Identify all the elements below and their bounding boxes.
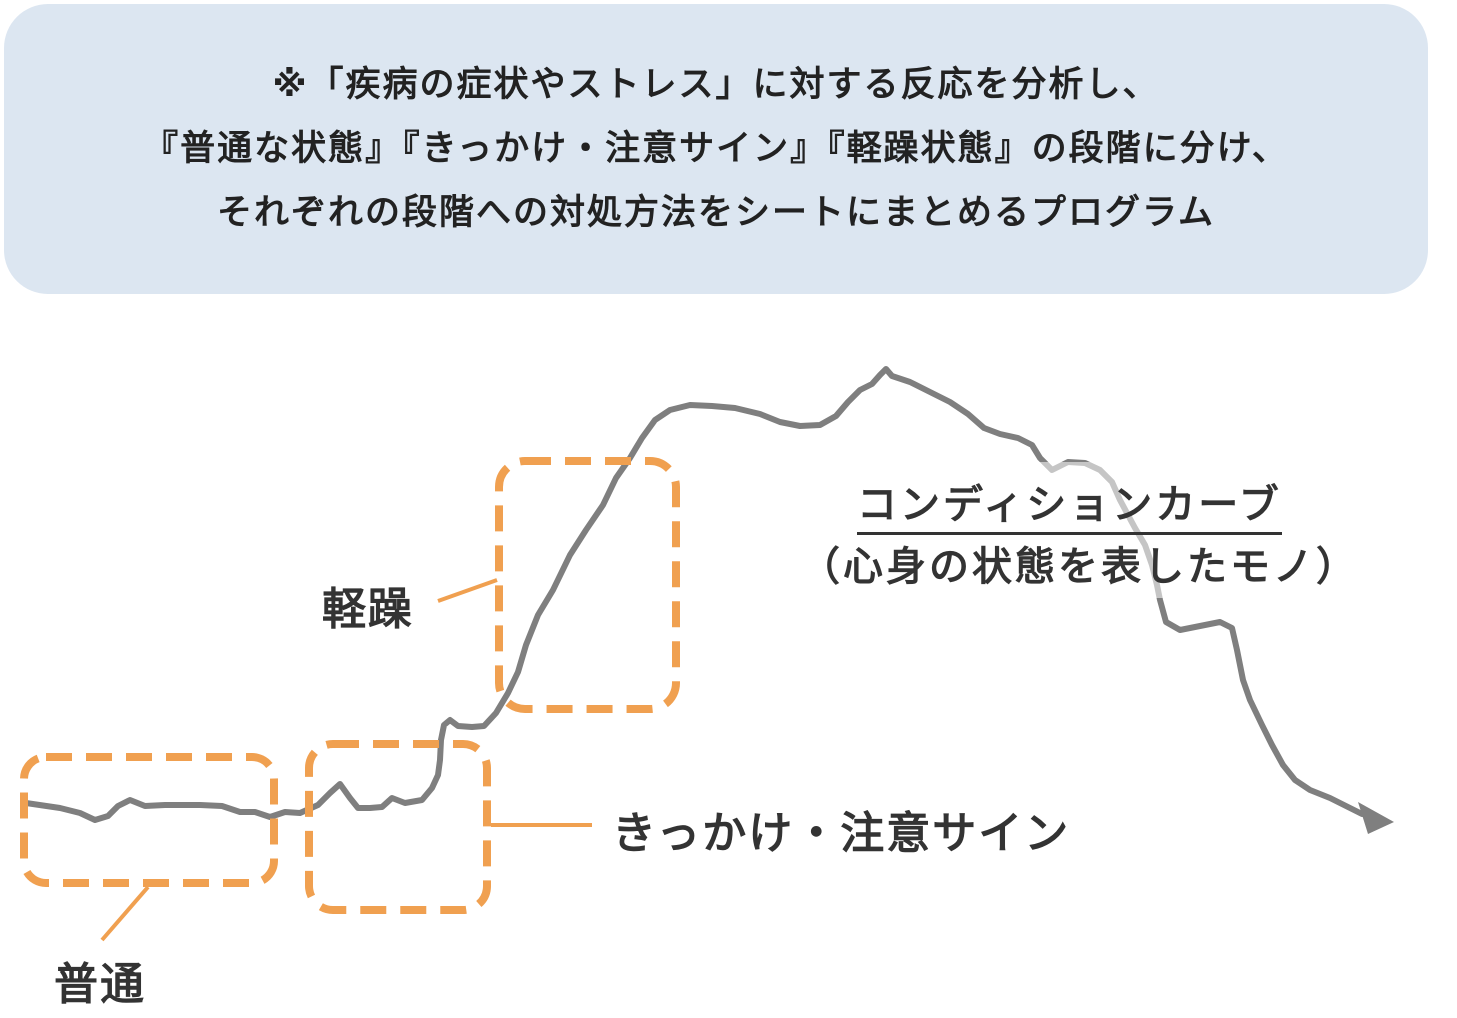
curve-label-panel xyxy=(745,462,1457,598)
curve-arrowhead xyxy=(1358,802,1394,834)
hypomania-label: 軽躁 xyxy=(322,584,414,635)
curve-subtitle: （心身の状態を表したモノ） xyxy=(800,544,1359,590)
normal-stage-box xyxy=(20,753,278,887)
curve-title: コンディションカーブ xyxy=(857,472,1282,535)
normal-label: 普通 xyxy=(54,959,146,1010)
description-banner: ※「疾病の症状やストレス」に対する反応を分析し、 『普通な状態』『きっかけ・注意… xyxy=(4,4,1428,294)
banner-line-2: 『普通な状態』『きっかけ・注意サイン』『軽躁状態』の段階に分け、 xyxy=(143,129,1289,169)
trigger-stage-box xyxy=(305,740,491,914)
hypomania-leader-line xyxy=(437,578,498,603)
banner-line-3: それぞれの段階への対処方法をシートにまとめるプログラム xyxy=(217,193,1215,233)
hypomania-stage-box xyxy=(495,457,680,713)
banner-line-1: ※「疾病の症状やストレス」に対する反応を分析し、 xyxy=(272,65,1160,105)
normal-leader-line xyxy=(100,885,150,942)
trigger-label: きっかけ・注意サイン xyxy=(612,808,1071,859)
